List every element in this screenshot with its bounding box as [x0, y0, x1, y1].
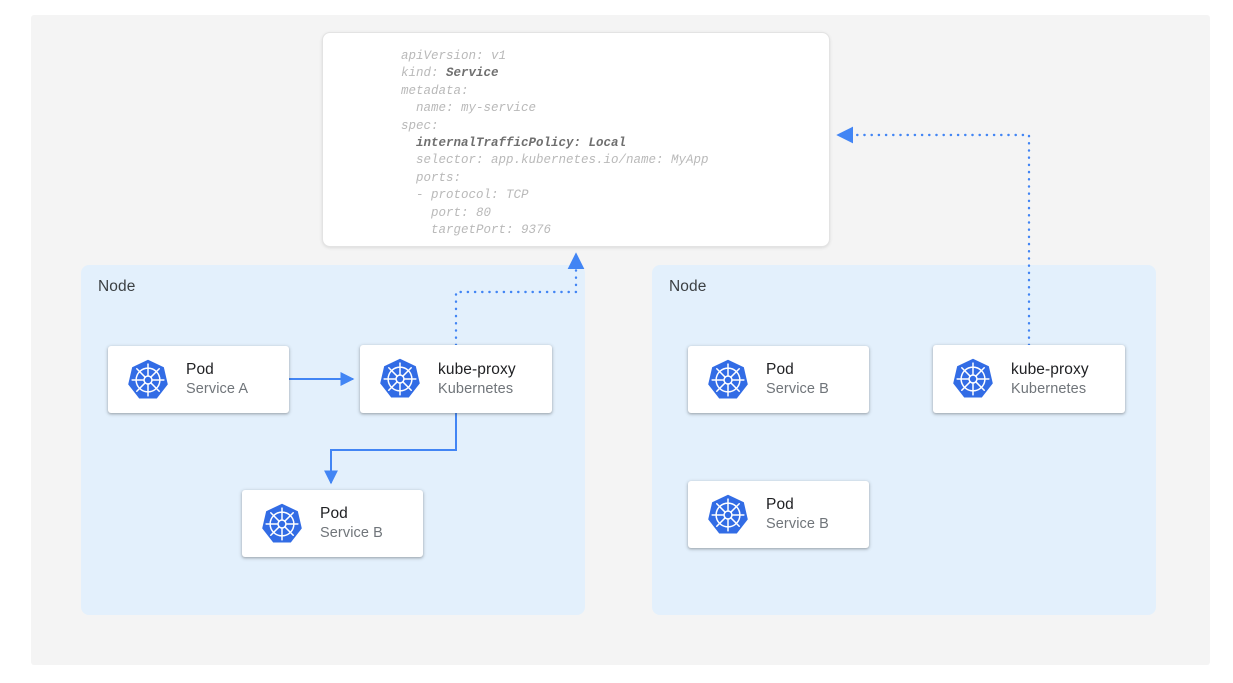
- card-subtitle: Service B: [766, 381, 829, 397]
- card-pod-service-a[interactable]: Pod Service A: [108, 346, 289, 413]
- card-subtitle: Kubernetes: [1011, 380, 1087, 397]
- card-title: Pod: [320, 505, 348, 522]
- card-text: Pod Service A: [186, 360, 248, 399]
- kubernetes-icon: [953, 358, 993, 398]
- card-title: Pod: [186, 361, 214, 378]
- card-pod-service-b-right-lower[interactable]: Pod Service B: [688, 481, 869, 548]
- service-spec-yaml: apiVersion: v1 kind: Service metadata: n…: [401, 49, 709, 238]
- kubernetes-icon: [708, 494, 748, 533]
- kubernetes-icon: [708, 359, 748, 398]
- kubernetes-icon: [128, 359, 168, 398]
- card-title: kube-proxy: [438, 360, 516, 378]
- card-title: kube-proxy: [1011, 360, 1089, 378]
- card-text: Pod Service B: [320, 504, 383, 543]
- node-label-left: Node: [98, 278, 136, 295]
- card-text: Pod Service B: [766, 360, 829, 399]
- card-kube-proxy-left[interactable]: kube-proxy Kubernetes: [360, 345, 552, 413]
- node-container-left: Node: [81, 265, 585, 615]
- node-container-right: Node: [652, 265, 1156, 615]
- card-pod-service-b-right-upper[interactable]: Pod Service B: [688, 346, 869, 413]
- node-label-right: Node: [669, 278, 707, 295]
- card-title: Pod: [766, 361, 794, 378]
- card-text: Pod Service B: [766, 495, 829, 534]
- card-kube-proxy-right[interactable]: kube-proxy Kubernetes: [933, 345, 1125, 413]
- card-subtitle: Service B: [320, 525, 383, 541]
- service-spec-card: apiVersion: v1 kind: Service metadata: n…: [322, 32, 830, 247]
- kubernetes-icon: [380, 358, 420, 398]
- card-pod-service-b-left[interactable]: Pod Service B: [242, 490, 423, 557]
- kubernetes-icon: [262, 503, 302, 542]
- card-subtitle: Service A: [186, 381, 249, 397]
- card-text: kube-proxy Kubernetes: [1011, 360, 1089, 399]
- card-subtitle: Service B: [766, 516, 829, 532]
- card-title: Pod: [766, 496, 794, 513]
- card-text: kube-proxy Kubernetes: [438, 360, 516, 399]
- card-subtitle: Kubernetes: [438, 380, 514, 397]
